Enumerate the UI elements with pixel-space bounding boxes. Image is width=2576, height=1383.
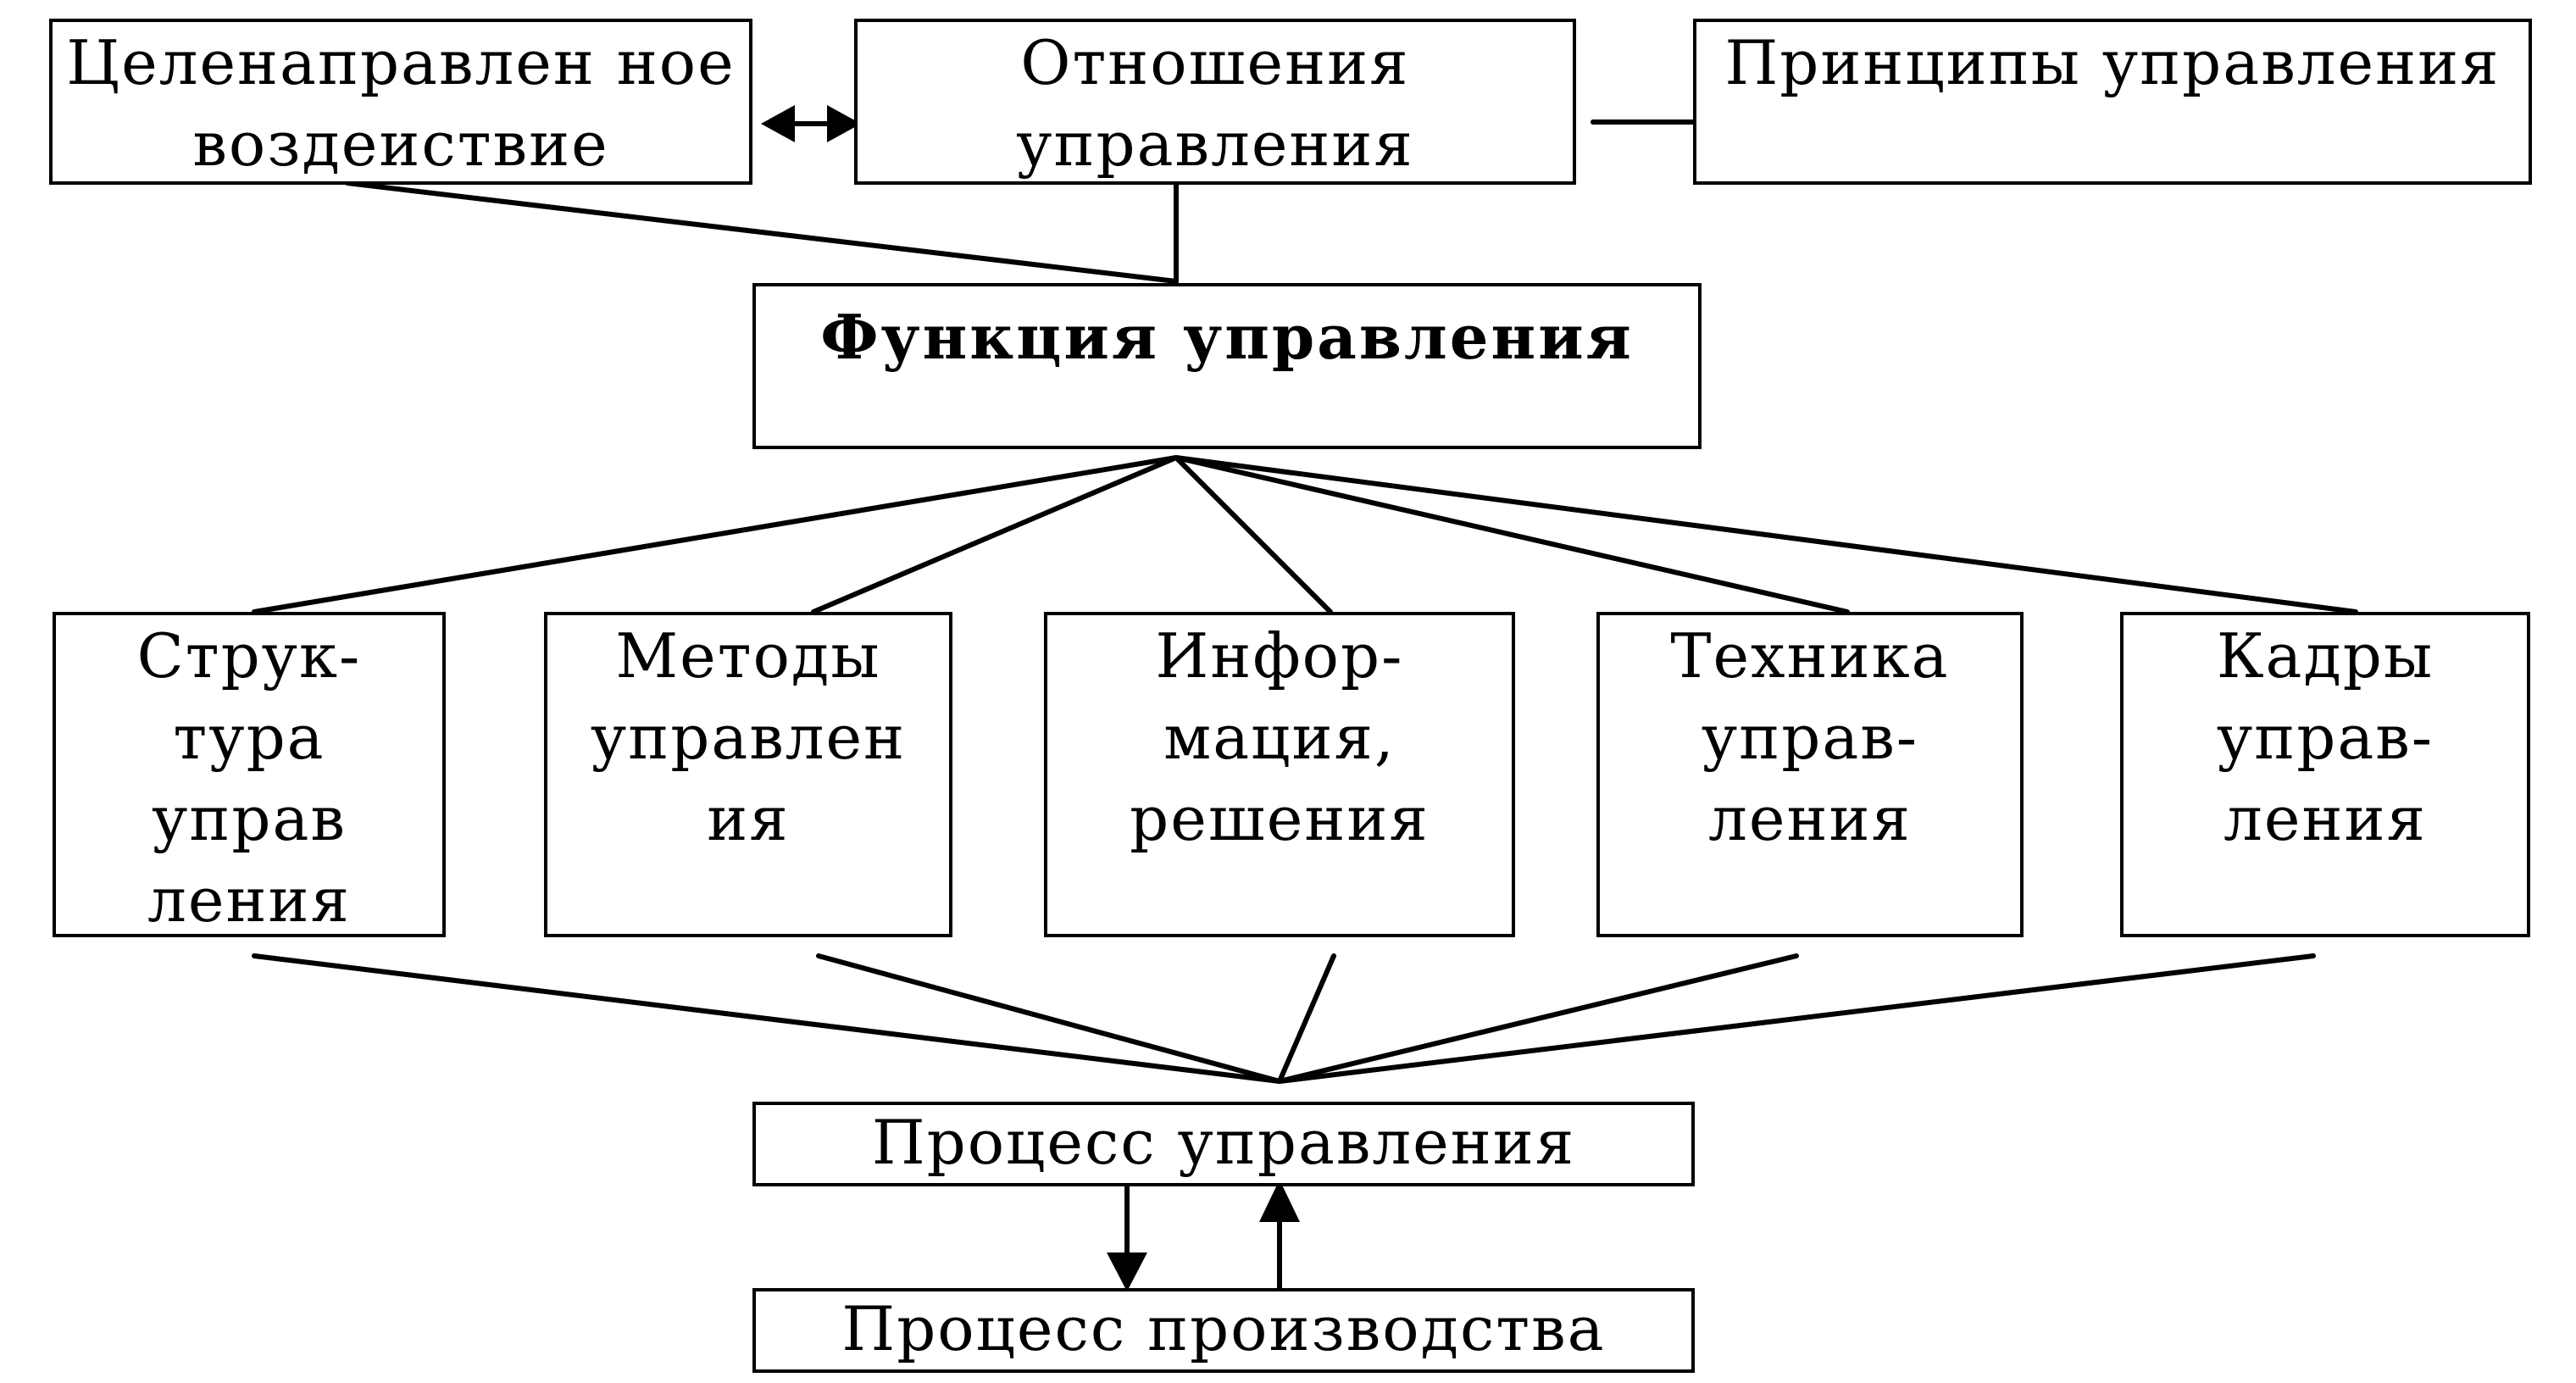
connector-function-to-technique xyxy=(1174,455,1850,614)
management-function-box: Функция управления xyxy=(752,283,1702,449)
information-label-line-1: Инфор- xyxy=(1155,620,1404,692)
information-label-line-3: решения xyxy=(1130,783,1430,854)
technique-label-line-1: Техника xyxy=(1670,620,1950,692)
methods-label-line-1: Методы xyxy=(615,620,881,692)
personnel-box: Кадры управ- ления xyxy=(2120,612,2530,937)
arrow-up-head-icon xyxy=(1259,1180,1300,1222)
technique-label-line-3: ления xyxy=(1708,783,1912,854)
connector-function-to-structure xyxy=(252,455,1179,614)
management-relations-label-line-2: управления xyxy=(1016,108,1414,180)
connector-technique-to-process xyxy=(1277,953,1799,1084)
methods-label-line-3: ия xyxy=(707,783,790,854)
personnel-label-line-2: управ- xyxy=(2216,702,2434,773)
connector-methods-to-process xyxy=(816,953,1282,1084)
management-process-label: Процесс управления xyxy=(871,1107,1576,1178)
structure-label-line-3: управ xyxy=(152,783,347,854)
personnel-label-line-1: Кадры xyxy=(2216,620,2434,692)
purposeful-impact-label-line-1: Целенаправлен ное xyxy=(66,27,736,98)
connector-personnel-to-process xyxy=(1277,953,2316,1084)
structure-label-line-1: Струк- xyxy=(136,620,362,692)
management-function-label: Функция управления xyxy=(820,301,1634,373)
double-arrow-left-head-icon xyxy=(761,105,795,142)
personnel-label-line-3: ления xyxy=(2223,783,2427,854)
structure-label-line-2: тура xyxy=(173,702,325,773)
information-label-line-2: мация, xyxy=(1163,702,1396,773)
double-arrow-right-head-icon xyxy=(827,105,861,142)
methods-label-line-2: управлен xyxy=(590,702,907,773)
connector-function-to-personnel xyxy=(1174,455,2358,614)
purposeful-impact-box: Целенаправлен ное воздеиствие xyxy=(49,19,752,185)
connector-function-to-methods xyxy=(811,455,1179,614)
management-principles-label: Принципы управления xyxy=(1724,27,2501,98)
technique-box: Техника управ- ления xyxy=(1596,612,2024,937)
technique-label-line-2: управ- xyxy=(1701,702,1919,773)
structure-box: Струк- тура управ ления xyxy=(53,612,446,937)
structure-label-line-4: ления xyxy=(147,864,351,936)
connector-information-to-process xyxy=(1277,953,1336,1084)
production-process-box: Процесс производства xyxy=(752,1288,1695,1373)
connector-impact-to-function xyxy=(345,181,1179,284)
management-relations-box: Отношения управления xyxy=(854,19,1576,185)
management-principles-box: Принципы управления xyxy=(1693,19,2532,185)
connector-function-to-information xyxy=(1174,455,1333,614)
production-process-label: Процесс производства xyxy=(841,1293,1606,1364)
arrow-down-head-icon xyxy=(1107,1252,1147,1291)
methods-box: Методы управлен ия xyxy=(544,612,952,937)
purposeful-impact-label-line-2: воздеиствие xyxy=(192,108,609,180)
information-box: Инфор- мация, решения xyxy=(1044,612,1515,937)
connector-structure-to-process xyxy=(252,953,1282,1084)
management-process-box: Процесс управления xyxy=(752,1102,1695,1186)
management-relations-label-line-1: Отношения xyxy=(1020,27,1410,98)
